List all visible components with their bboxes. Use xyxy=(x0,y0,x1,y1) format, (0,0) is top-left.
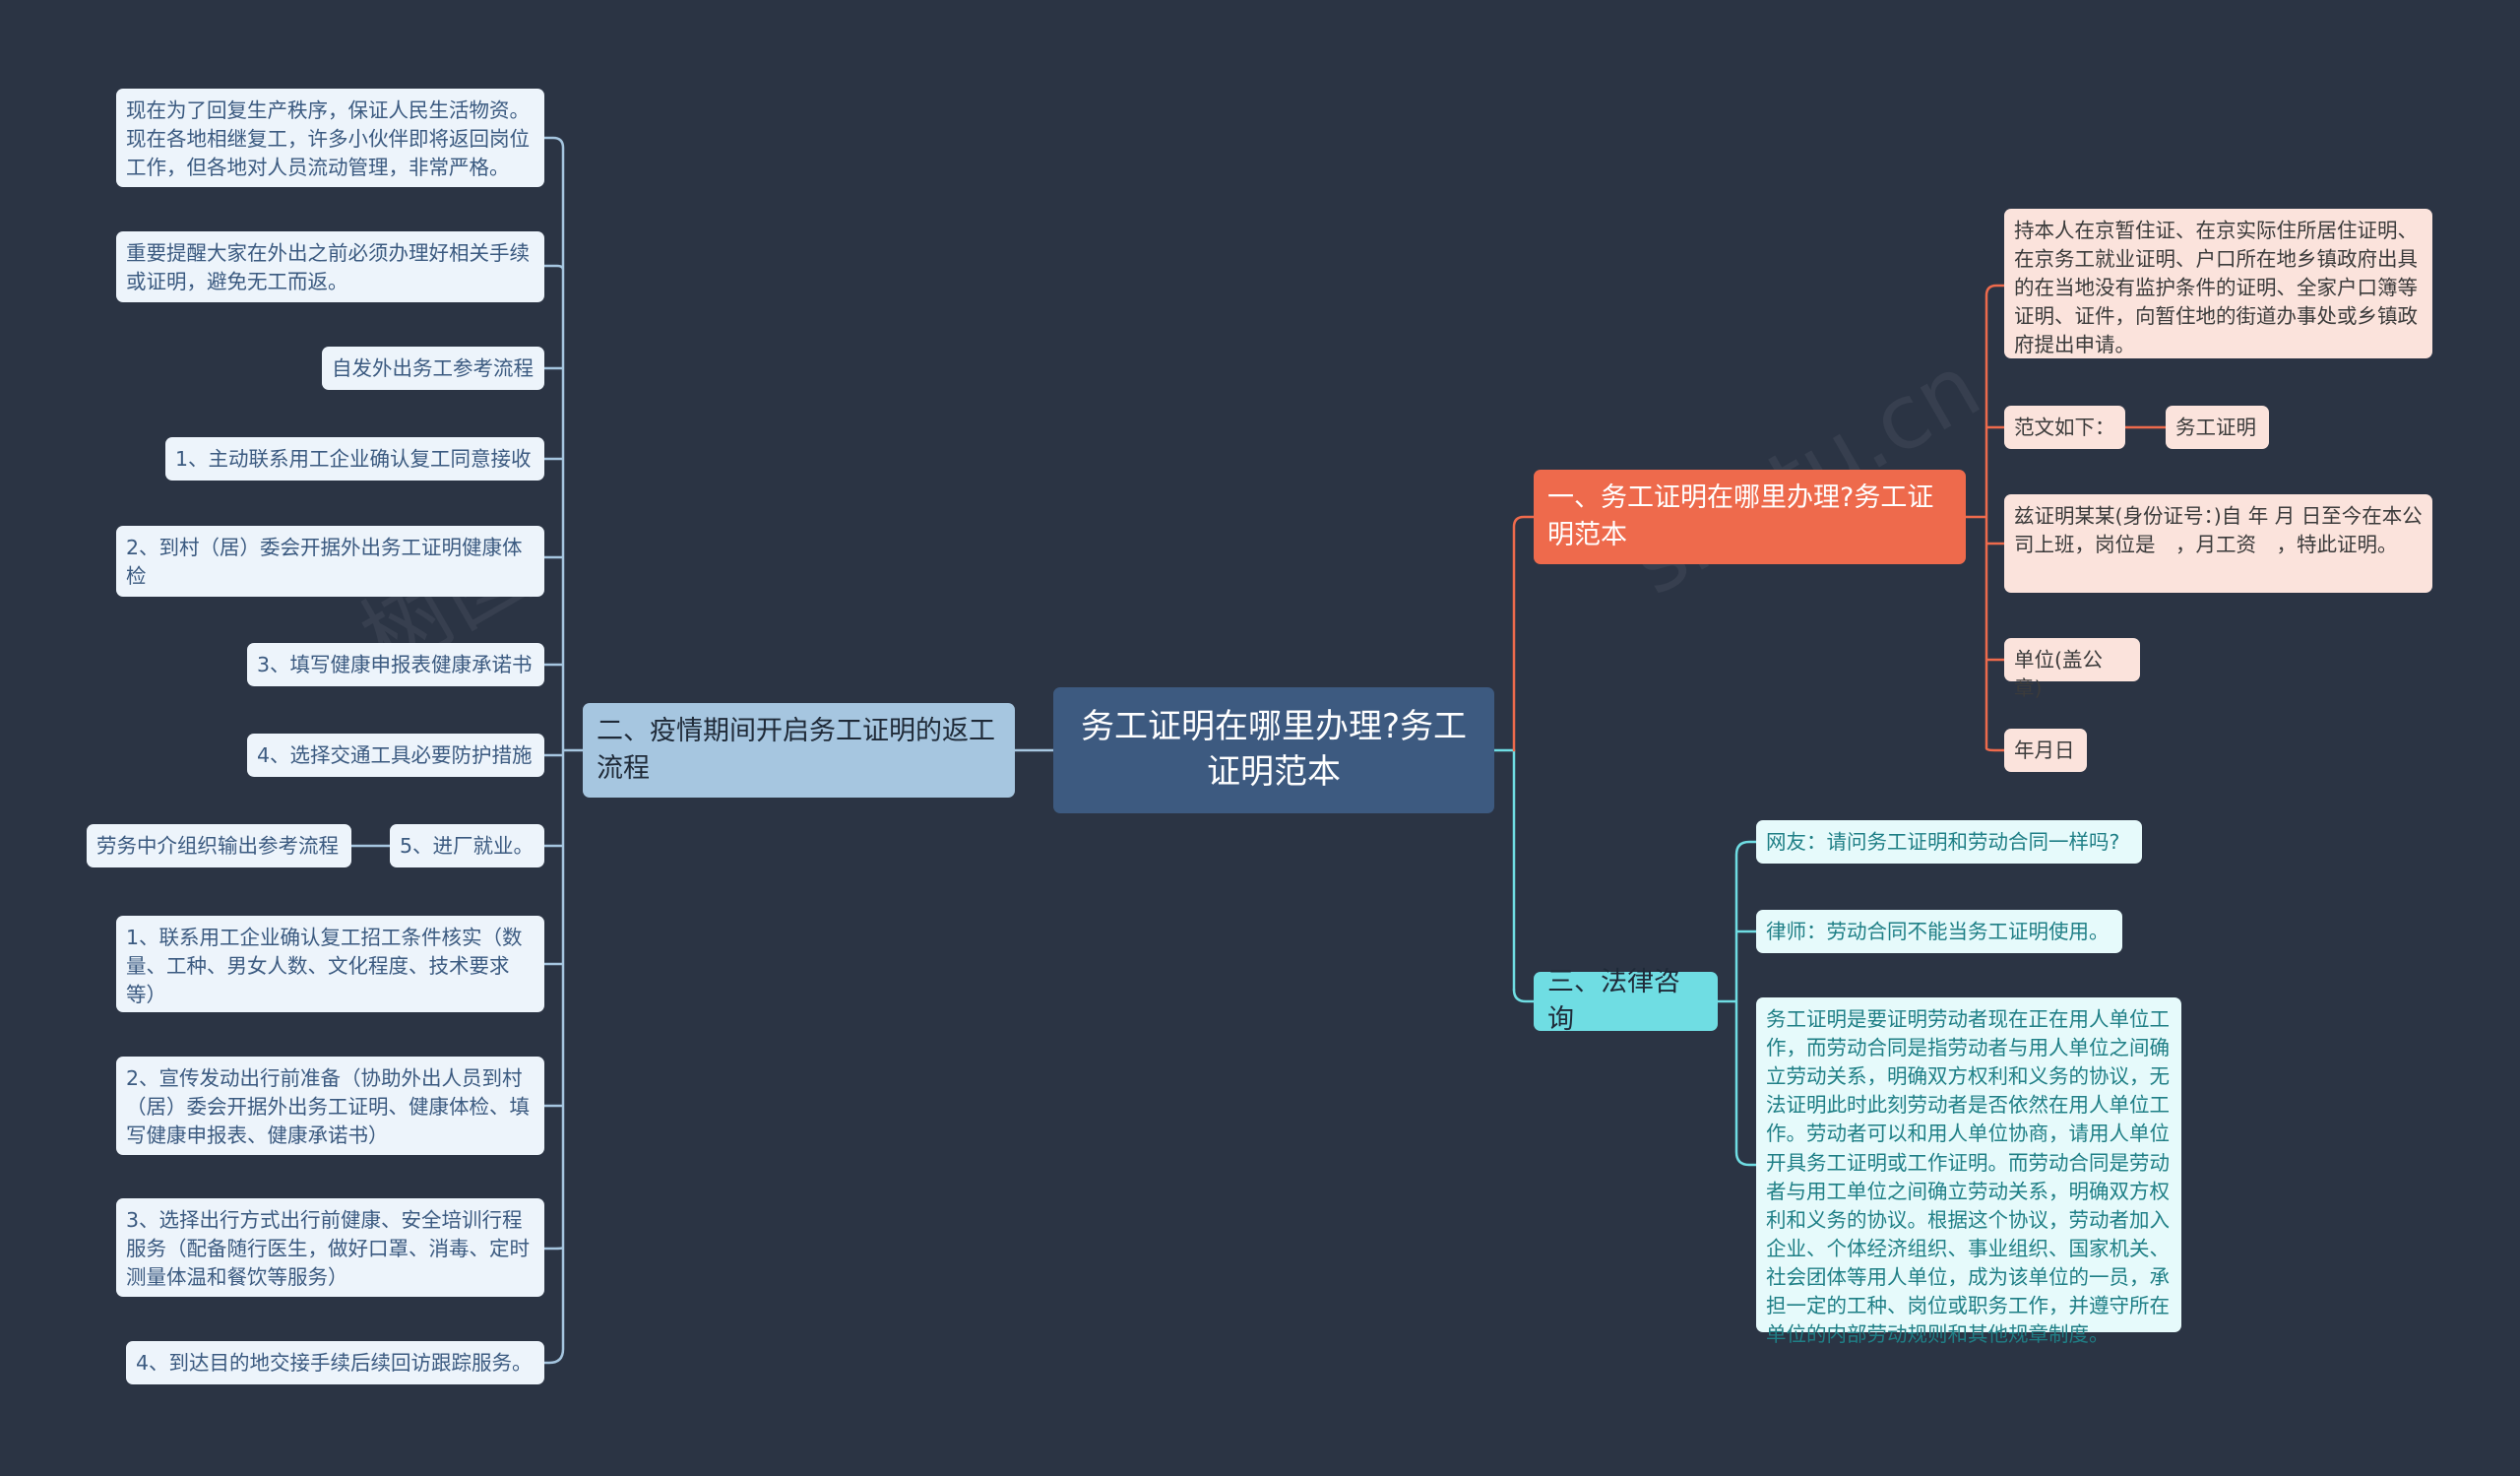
left-item-12[interactable]: 4、到达目的地交接手续后续回访跟踪服务。 xyxy=(126,1341,544,1384)
left-item-3[interactable]: 自发外出务工参考流程 xyxy=(322,347,544,390)
left-sub-item[interactable]: 劳务中介组织输出参考流程 xyxy=(87,824,351,867)
connector-root-right xyxy=(1492,748,1516,992)
branch-right-1[interactable]: 一、务工证明在哪里办理?务工证明范本 xyxy=(1534,470,1966,564)
left-item-7[interactable]: 4、选择交通工具必要防护措施 xyxy=(247,734,544,777)
branch-left-label: 二、疫情期间开启务工证明的返工流程 xyxy=(597,715,995,784)
red-sub-item[interactable]: 务工证明 xyxy=(2166,406,2269,449)
root-label: 务工证明在哪里办理?务工证明范本 xyxy=(1080,707,1468,792)
red-item-4[interactable]: 单位(盖公章) xyxy=(2004,638,2140,700)
connector-cyan-spine xyxy=(1716,840,1758,1167)
left-item-11[interactable]: 3、选择出行方式出行前健康、安全培训行程服务（配备随行医生，做好口罩、消毒、定时… xyxy=(116,1198,544,1297)
left-item-2[interactable]: 重要提醒大家在外出之前必须办理好相关手续或证明，避免无工而返。 xyxy=(116,231,544,302)
left-item-9[interactable]: 1、联系用工企业确认复工招工条件核实（数量、工种、男女人数、文化程度、技术要求等… xyxy=(116,916,544,1012)
connector-root-red xyxy=(1512,515,1536,752)
left-item-4[interactable]: 1、主动联系用工企业确认复工同意接收 xyxy=(165,437,544,481)
connector-left-spine xyxy=(542,136,585,1365)
root-node[interactable]: 务工证明在哪里办理?务工证明范本 xyxy=(1053,687,1494,813)
left-item-8[interactable]: 5、进厂就业。 xyxy=(390,824,544,867)
branch-right-2[interactable]: 三、法律咨询 xyxy=(1534,967,1718,1035)
branch-right-2-label: 三、法律咨询 xyxy=(1547,966,1680,1035)
connector-root-cyan xyxy=(1512,988,1536,1003)
red-item-5[interactable]: 年月日 xyxy=(2004,729,2087,772)
left-item-1[interactable]: 现在为了回复生产秩序，保证人民生活物资。现在各地相继复工，许多小伙伴即将返回岗位… xyxy=(116,89,544,187)
left-item-6[interactable]: 3、填写健康申报表健康承诺书 xyxy=(247,643,544,686)
cyan-item-3[interactable]: 务工证明是要证明劳动者现在正在用人单位工作，而劳动合同是指劳动者与用人单位之间确… xyxy=(1756,997,2181,1346)
red-item-3[interactable]: 兹证明某某(身份证号：)自 年 月 日至今在本公司上班，岗位是 ，月工资 ，特此… xyxy=(2004,494,2432,593)
left-item-5[interactable]: 2、到村（居）委会开据外出务工证明健康体检 xyxy=(116,526,544,597)
cyan-item-2[interactable]: 律师：劳动合同不能当务工证明使用。 xyxy=(1756,910,2122,953)
left-item-10[interactable]: 2、宣传发动出行前准备（协助外出人员到村（居）委会开据外出务工证明、健康体检、填… xyxy=(116,1057,544,1155)
red-item-2[interactable]: 范文如下： xyxy=(2004,406,2125,449)
branch-left[interactable]: 二、疫情期间开启务工证明的返工流程 xyxy=(583,703,1015,798)
branch-right-1-label: 一、务工证明在哪里办理?务工证明范本 xyxy=(1547,481,1934,550)
cyan-item-1[interactable]: 网友：请问务工证明和劳动合同一样吗? xyxy=(1756,820,2142,864)
connector-red-spine xyxy=(1964,284,2006,752)
red-item-1[interactable]: 持本人在京暂住证、在京实际住所居住证明、在京务工就业证明、户口所在地乡镇政府出具… xyxy=(2004,209,2432,358)
